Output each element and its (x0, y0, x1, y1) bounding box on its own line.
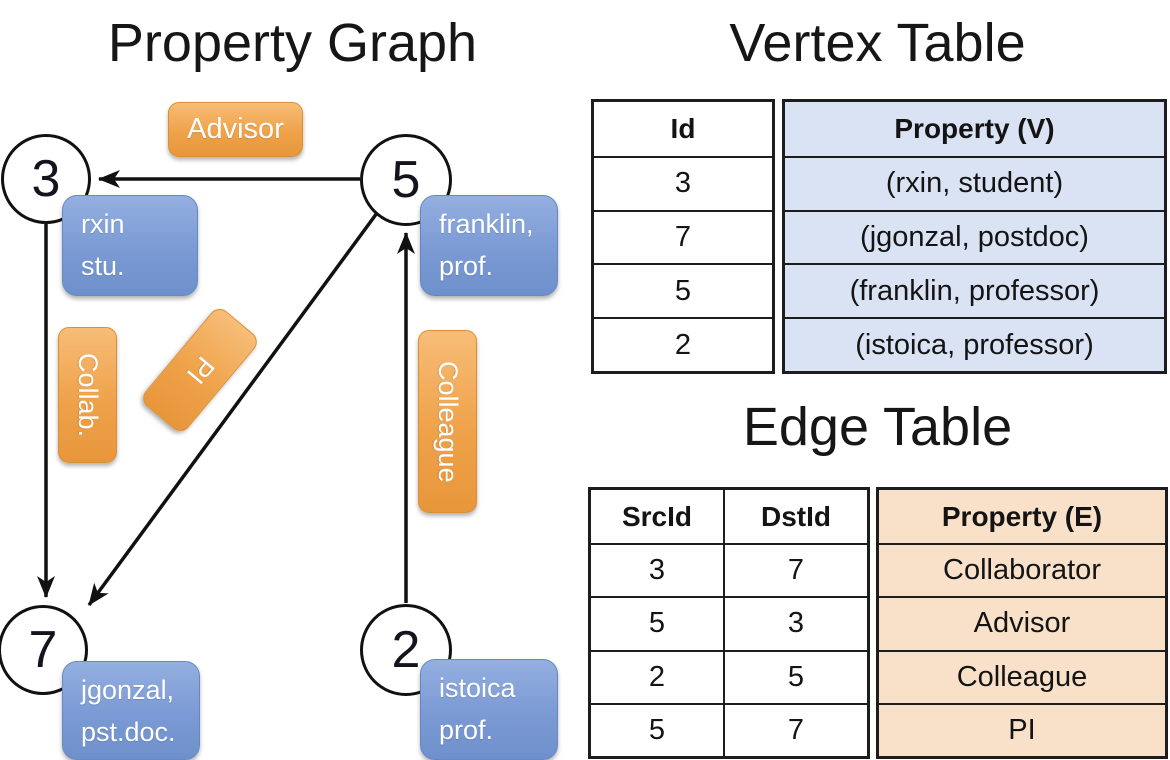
vertex-table-property-cell: (rxin, student) (785, 155, 1164, 210)
vertex-table-id-column: Id 3 7 5 2 (591, 99, 775, 374)
vertex-property-line: stu. (81, 250, 125, 281)
vertex-property-line: rxin (81, 209, 125, 239)
edge-label-pi: PI (138, 304, 262, 436)
vertex-property-line: pst.doc. (81, 716, 176, 747)
vertex-table-property-column: Property (V) (rxin, student) (jgonzal, p… (782, 99, 1167, 374)
edge-table-dstid-cell: 3 (723, 596, 867, 650)
vertex-table-property-cell: (istoica, professor) (785, 317, 1164, 371)
vertex-property-box-istoica: istoica prof. (420, 659, 558, 760)
vertex-table-property-cell: (jgonzal, postdoc) (785, 209, 1164, 264)
vertex-property-line: prof. (439, 714, 494, 745)
edge-label-collab: Collab. (58, 327, 117, 463)
vertex-property-box-rxin: rxin stu. (62, 195, 198, 296)
edge-table-property-cell: Colleague (879, 649, 1165, 703)
vertex-table-id-header: Id (670, 112, 696, 144)
edge-table-property-header: Property (E) (879, 490, 1165, 544)
edge-table-dstid-cell: 7 (723, 543, 867, 597)
vertex-table-id-cell: 5 (594, 263, 772, 317)
vertex-table-title: Vertex Table (729, 13, 1026, 73)
edge-table-property-cell: Advisor (879, 596, 1165, 650)
edge-table-srcid-cell: 2 (591, 649, 723, 703)
vertex-property-box-franklin: franklin, prof. (420, 195, 558, 296)
edge-table-srcid-cell: 3 (591, 543, 723, 596)
vertex-table-id-cell: 2 (594, 317, 772, 371)
graph-node-5: 5 (360, 134, 452, 226)
edge-table-title: Edge Table (742, 397, 1013, 457)
vertex-property-line: jgonzal, (81, 675, 175, 705)
edge-table-property-column: Property (E) Collaborator Advisor Collea… (876, 487, 1168, 759)
vertex-property-line: prof. (439, 250, 494, 281)
vertex-property-box-jgonzal: jgonzal, pst.doc. (62, 661, 200, 760)
edge-label-colleague: Colleague (418, 330, 477, 513)
edge-table-property-cell: PI (879, 702, 1165, 756)
edge-table-property-cell: Collaborator (879, 543, 1165, 597)
vertex-table-property-header: Property (V) (785, 102, 1164, 156)
vertex-table-id-cell: 3 (594, 155, 772, 210)
vertex-property-line: istoica (439, 673, 516, 703)
edge-table-dstid-header: DstId (723, 490, 867, 544)
vertex-table-id-cell: 7 (594, 209, 772, 264)
edge-table-dstid-cell: 5 (723, 649, 867, 703)
graph-node-3: 3 (1, 134, 91, 224)
edge-table-srcid-cell: 5 (591, 702, 723, 756)
edge-label-advisor: Advisor (168, 102, 303, 157)
vertex-table-property-cell: (franklin, professor) (785, 263, 1164, 318)
edge-table-srcid-header: SrcId (621, 500, 693, 532)
property-graph-title: Property Graph (107, 13, 478, 73)
edge-table-id-columns: SrcId DstId 3 7 5 3 2 5 5 7 (588, 487, 870, 759)
edge-table-dstid-cell: 7 (723, 702, 867, 756)
vertex-property-line: franklin, (439, 209, 534, 239)
edge-table-srcid-cell: 5 (591, 596, 723, 649)
